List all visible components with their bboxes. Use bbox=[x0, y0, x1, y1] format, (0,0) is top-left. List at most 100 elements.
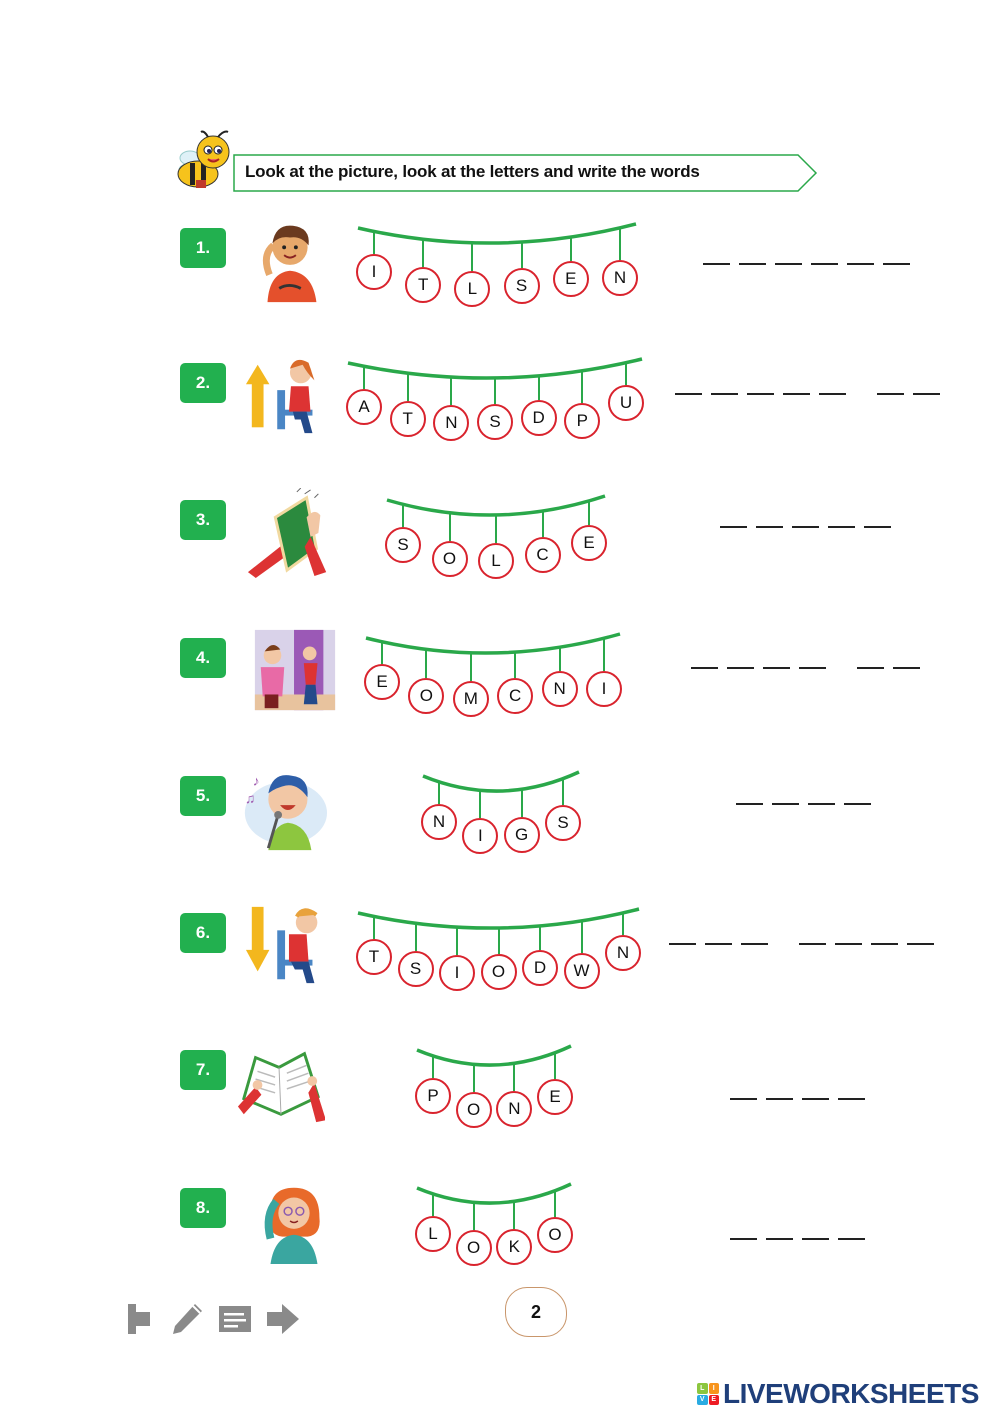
letter-blank[interactable] bbox=[705, 943, 732, 945]
letter-blank[interactable] bbox=[727, 667, 754, 669]
bead-string bbox=[537, 375, 540, 400]
brand-name: LIVEWORKSHEETS bbox=[723, 1378, 979, 1409]
letter-blank[interactable] bbox=[802, 1238, 829, 1240]
instruction-banner: Look at the picture, look at the letters… bbox=[233, 154, 818, 192]
bead-string bbox=[581, 370, 584, 403]
answer-blanks[interactable] bbox=[730, 1098, 874, 1100]
letter-blank[interactable] bbox=[792, 526, 819, 528]
letter-bead: O bbox=[455, 1092, 492, 1129]
letter-blank[interactable] bbox=[828, 526, 855, 528]
answer-blanks[interactable] bbox=[720, 526, 900, 528]
letter-blank[interactable] bbox=[775, 263, 802, 265]
letter-blank[interactable] bbox=[720, 526, 747, 528]
letter-blank[interactable] bbox=[766, 1238, 793, 1240]
letter-blank[interactable] bbox=[675, 393, 702, 395]
bead-string bbox=[469, 652, 472, 681]
letter-blank[interactable] bbox=[799, 667, 826, 669]
letter-blank[interactable] bbox=[711, 393, 738, 395]
exercise-number-badge: 1. bbox=[180, 228, 226, 268]
letter-blank[interactable] bbox=[811, 263, 838, 265]
letter-blank[interactable] bbox=[864, 526, 891, 528]
letter-blank[interactable] bbox=[730, 1098, 757, 1100]
letter-blank[interactable] bbox=[739, 263, 766, 265]
bead-string bbox=[513, 1201, 516, 1230]
letter-blank[interactable] bbox=[819, 393, 846, 395]
letter-bead: E bbox=[571, 525, 607, 562]
bead-string bbox=[497, 928, 500, 954]
garland-rope-icon bbox=[416, 1044, 572, 1067]
bead-string bbox=[514, 652, 517, 679]
letter-bead: N bbox=[541, 671, 578, 708]
answer-blanks[interactable] bbox=[736, 803, 880, 805]
letter-bead: G bbox=[503, 817, 540, 854]
letter-blank[interactable] bbox=[808, 803, 835, 805]
letter-blank[interactable] bbox=[838, 1238, 865, 1240]
letter-blank[interactable] bbox=[783, 393, 810, 395]
forward-icon[interactable] bbox=[264, 1300, 302, 1338]
instruction-text: Look at the picture, look at the letters… bbox=[245, 162, 700, 181]
notes-icon[interactable] bbox=[216, 1300, 254, 1338]
letter-blank[interactable] bbox=[799, 943, 826, 945]
bead-string bbox=[402, 504, 404, 527]
letter-blank[interactable] bbox=[772, 803, 799, 805]
letter-blank[interactable] bbox=[838, 1098, 865, 1100]
letter-blank[interactable] bbox=[703, 263, 730, 265]
letter-blank[interactable] bbox=[871, 943, 898, 945]
letter-blank[interactable] bbox=[802, 1098, 829, 1100]
answer-blanks[interactable] bbox=[675, 393, 949, 395]
letter-blank[interactable] bbox=[691, 667, 718, 669]
bead-string bbox=[425, 649, 428, 678]
bead-string bbox=[448, 512, 451, 541]
pencil-icon[interactable] bbox=[168, 1300, 206, 1338]
answer-blanks[interactable] bbox=[703, 263, 919, 265]
letter-blank[interactable] bbox=[877, 393, 904, 395]
answer-blanks[interactable] bbox=[691, 667, 929, 669]
letter-blank[interactable] bbox=[883, 263, 910, 265]
boy-listening-picture bbox=[245, 216, 335, 306]
answer-blanks[interactable] bbox=[669, 943, 943, 945]
svg-text:♪: ♪ bbox=[253, 774, 260, 789]
answer-blanks[interactable] bbox=[730, 1238, 874, 1240]
letter-blank[interactable] bbox=[669, 943, 696, 945]
letter-bead: D bbox=[520, 399, 557, 436]
letter-bead: N bbox=[496, 1091, 533, 1128]
letter-blank[interactable] bbox=[857, 667, 884, 669]
letter-blank[interactable] bbox=[844, 803, 871, 805]
bead-string bbox=[456, 927, 458, 956]
bead-string bbox=[432, 1056, 434, 1079]
bead-string bbox=[625, 363, 627, 386]
letter-bead: S bbox=[397, 951, 434, 988]
letter-blank[interactable] bbox=[766, 1098, 793, 1100]
letter-blank[interactable] bbox=[835, 943, 862, 945]
girl-looking-picture bbox=[248, 1176, 338, 1266]
letter-blank[interactable] bbox=[907, 943, 934, 945]
letter-bead: M bbox=[452, 680, 489, 717]
liveworksheets-brand[interactable]: L I V E LIVEWORKSHEETS bbox=[697, 1378, 979, 1410]
exercise-number-badge: 7. bbox=[180, 1050, 226, 1090]
letter-blank[interactable] bbox=[756, 526, 783, 528]
letter-blank[interactable] bbox=[741, 943, 768, 945]
letter-blank[interactable] bbox=[747, 393, 774, 395]
back-icon[interactable] bbox=[120, 1300, 158, 1338]
letter-bead: W bbox=[563, 953, 600, 990]
girl-stand-up-picture bbox=[243, 351, 333, 441]
exercise-number-badge: 2. bbox=[180, 363, 226, 403]
letter-bead: L bbox=[415, 1216, 451, 1253]
letter-blank[interactable] bbox=[847, 263, 874, 265]
bead-string bbox=[619, 228, 621, 261]
bee-mascot-icon bbox=[177, 130, 230, 188]
letter-blank[interactable] bbox=[913, 393, 940, 395]
bead-string bbox=[479, 790, 482, 819]
letter-bead: E bbox=[364, 664, 400, 701]
bead-string bbox=[562, 779, 564, 806]
letter-blank[interactable] bbox=[763, 667, 790, 669]
letter-bead: S bbox=[503, 268, 540, 305]
letter-blank[interactable] bbox=[893, 667, 920, 669]
letter-blank[interactable] bbox=[730, 1238, 757, 1240]
instruction-header: Look at the picture, look at the letters… bbox=[168, 128, 818, 198]
letter-blank[interactable] bbox=[736, 803, 763, 805]
letter-bead: N bbox=[605, 935, 641, 972]
